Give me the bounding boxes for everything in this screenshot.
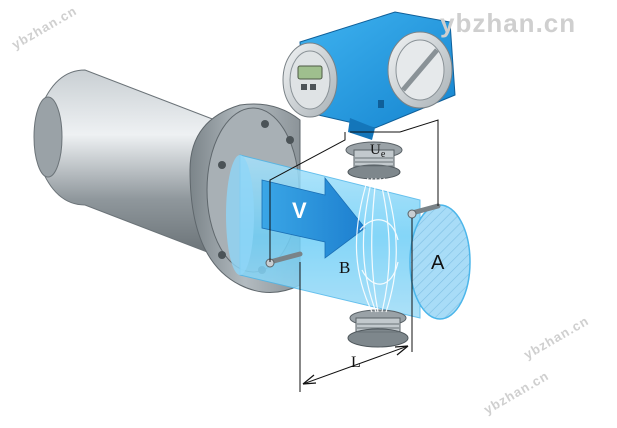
inlet-pipe bbox=[33, 69, 216, 256]
voltage-main: U bbox=[370, 142, 381, 158]
field-lines bbox=[355, 177, 399, 313]
area-label: A bbox=[431, 252, 445, 274]
transmitter bbox=[282, 11, 456, 140]
length-dimension bbox=[299, 218, 413, 392]
voltage-label: Ue bbox=[370, 142, 385, 160]
magnetic-coils bbox=[345, 141, 409, 348]
velocity-label: V bbox=[292, 198, 307, 223]
field-label: B bbox=[339, 258, 351, 277]
voltage-sub: e bbox=[380, 149, 386, 160]
length-label: L bbox=[351, 354, 361, 371]
watermark: ybzhan.cn bbox=[440, 8, 577, 38]
velocity-arrow bbox=[261, 176, 366, 259]
wiring bbox=[269, 119, 439, 262]
electrodes bbox=[265, 203, 441, 268]
